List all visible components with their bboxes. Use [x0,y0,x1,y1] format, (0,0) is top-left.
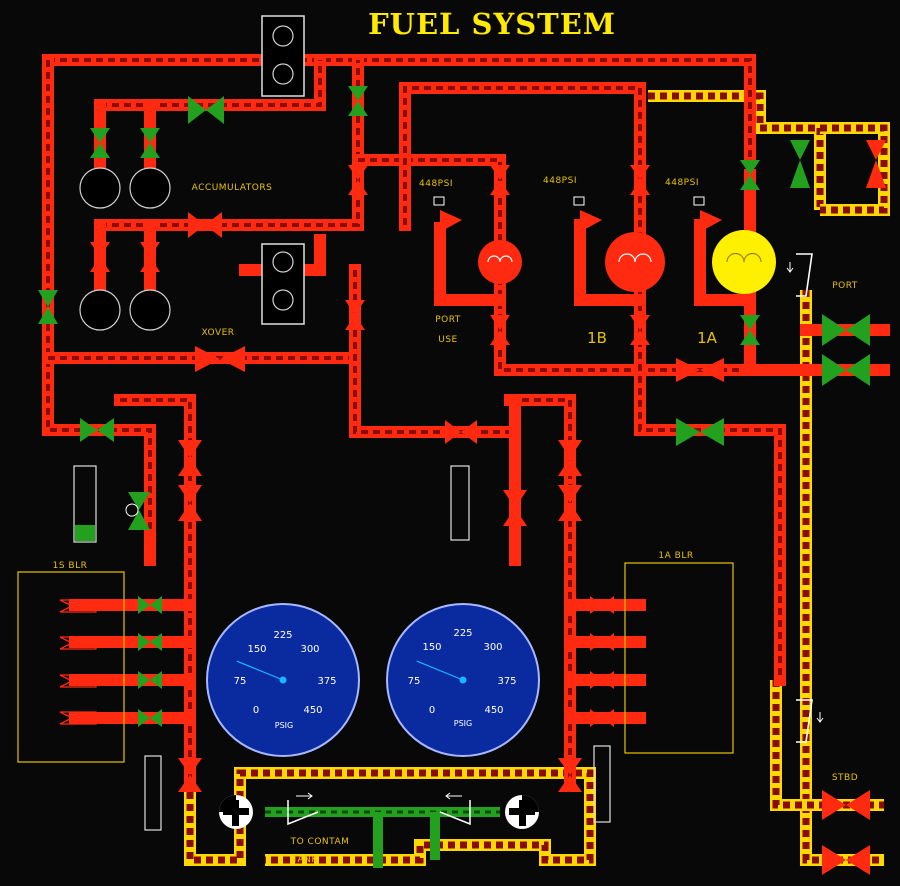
port-use-label-line1: PORT [435,315,461,325]
port-use-setpoint: 448PSI [419,179,453,189]
valve-acc-top-h[interactable] [188,96,224,124]
valve-acc-mid-h[interactable] [188,212,222,238]
valve-stbd-a[interactable] [822,790,870,820]
1a-pump[interactable] [712,230,776,294]
gauge-right-tick-450: 450 [484,705,503,716]
contam-line [265,807,500,868]
boiler-1a-label: 1A BLR [658,551,693,561]
contam-valve-left[interactable] [219,795,253,829]
fuel-lines [42,54,890,786]
valve-port-a[interactable] [822,314,870,346]
port-use-label-line2: USE [438,335,458,345]
valve-left-branch[interactable] [80,418,114,442]
burner-valves-right[interactable] [590,596,614,727]
valve-acc-b2[interactable] [140,242,160,272]
to-contam-label: TO CONTAM [290,837,350,847]
valve-port-b[interactable] [822,354,870,386]
check-valve-stbd [796,699,824,743]
relief-valves [433,196,722,232]
valve-acc-a1[interactable] [90,128,110,158]
valve-acc-a2[interactable] [140,128,160,158]
valve-inner-loop-a[interactable] [348,165,368,195]
1a-setpoint: 448PSI [665,178,699,188]
accumulators [79,167,171,331]
boiler-1a-box [624,562,734,754]
valve-xover-riser[interactable] [345,300,365,330]
center-boiler-level [450,465,470,541]
valve-lower-green[interactable] [676,418,724,446]
port-use-pump[interactable] [478,240,522,284]
valve-top-loop[interactable] [348,86,368,116]
pump-1a-label: 1A [697,329,718,347]
accumulators-label: ACCUMULATORS [192,183,273,193]
boiler-1s-box [17,571,125,763]
valve-stbd-b[interactable] [822,845,870,875]
valve-acc-b1[interactable] [90,242,110,272]
valve-right-bottom[interactable] [558,758,582,792]
valve-top-right-a[interactable] [790,140,810,188]
valve-left-bottom[interactable] [178,758,202,792]
gauge-left-tick-225: 225 [273,630,292,641]
gauge-left-unit: PSIG [275,721,293,730]
tank-label: TANK [291,855,318,865]
gauge-right-needle [416,660,464,681]
gauge-right-tick-225: 225 [453,628,472,639]
xover-label: XOVER [201,328,234,338]
valve-right-control[interactable] [503,490,527,526]
valve-1b-out[interactable] [630,315,650,345]
left-boiler-level [73,465,97,543]
valve-port-use-out[interactable] [490,315,510,345]
check-valve-contam-left [287,792,319,826]
gauge-right-unit: PSIG [454,719,472,728]
gauge-right-tick-375: 375 [497,676,516,687]
valve-1a-bottom[interactable] [740,315,760,345]
1b-pump[interactable] [605,232,665,292]
gauge-left-tick-0: 0 [253,705,259,716]
valve-right-supply-2[interactable] [558,485,582,521]
gauge-right-tick-0: 0 [429,705,435,716]
port-label: PORT [832,281,858,291]
burner-valves-left[interactable] [138,596,162,727]
valve-1b-in[interactable] [630,165,650,195]
gauge-left-tick-450: 450 [303,705,322,716]
check-valve-contam-right [439,792,471,826]
valve-left-supply-2[interactable] [178,485,202,521]
stbd-label: STBD [832,773,858,783]
check-valve-port [786,253,813,297]
valve-right-supply-1[interactable] [558,440,582,476]
left-bottom-indicator [144,755,162,831]
gauge-left-tick-375: 375 [317,676,336,687]
valve-left-supply-1[interactable] [178,440,202,476]
pressure-gauge-right: 0 75 150 225 300 375 450 PSIG [386,603,540,757]
valve-left-riser[interactable] [38,290,58,324]
gauge-right-tick-300: 300 [483,642,502,653]
contam-valve-right[interactable] [505,795,539,829]
gauge-left-needle [236,660,284,681]
1b-setpoint: 448PSI [543,176,577,186]
valve-xover[interactable] [195,346,245,372]
boiler-1s-label: 1S BLR [53,561,88,571]
gauge-left-tick-150: 150 [247,644,266,655]
gauge-left-tick-300: 300 [300,644,319,655]
right-bottom-indicator [593,745,611,823]
valve-port-use-in[interactable] [490,165,510,195]
pressure-gauge-left: 0 75 150 225 300 375 450 PSIG [206,603,360,757]
mid-selector-box[interactable] [261,243,305,325]
valve-center-h[interactable] [445,420,477,444]
panel-title: FUEL SYSTEM [368,7,616,41]
valve-left-boiler-control[interactable] [125,492,150,530]
valve-1a-top[interactable] [740,160,760,190]
gauge-left-tick-75: 75 [234,676,247,687]
pump-1b-label: 1B [587,329,607,347]
gauge-right-tick-75: 75 [408,676,421,687]
valve-top-right-b[interactable] [866,140,886,188]
top-selector-box[interactable] [261,15,305,97]
gauge-right-tick-150: 150 [422,642,441,653]
valve-recirc[interactable] [676,358,724,382]
